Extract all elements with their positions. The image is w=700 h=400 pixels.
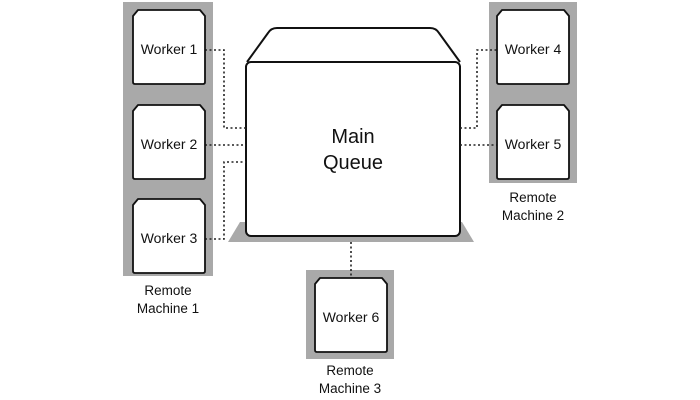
worker-2-label: Worker 2 bbox=[140, 136, 198, 152]
worker-5-box bbox=[496, 104, 570, 180]
worker-2-box bbox=[132, 104, 206, 180]
worker-1-box bbox=[132, 9, 206, 85]
remote-machine-2-label: Remote Machine 2 bbox=[483, 189, 583, 225]
worker-6-box bbox=[314, 277, 388, 353]
connector-worker-1 bbox=[205, 49, 246, 129]
remote-machine-3-label: Remote Machine 3 bbox=[300, 362, 400, 398]
worker-1-label: Worker 1 bbox=[140, 41, 198, 57]
worker-4-label: Worker 4 bbox=[504, 41, 562, 57]
remote-machine-3-line1: Remote bbox=[326, 363, 374, 378]
connector-worker-4 bbox=[460, 49, 497, 129]
main-queue-box bbox=[245, 61, 461, 237]
main-queue-label: Main Queue bbox=[303, 124, 403, 176]
remote-machine-1-line2: Machine 1 bbox=[136, 301, 200, 316]
main-queue-top bbox=[246, 27, 461, 63]
remote-machine-1-label: Remote Machine 1 bbox=[118, 282, 218, 318]
worker-6-label: Worker 6 bbox=[322, 309, 380, 325]
worker-3-box bbox=[132, 198, 206, 274]
main-queue-label-line2: Queue bbox=[322, 152, 384, 174]
remote-machine-3-line2: Machine 3 bbox=[318, 381, 382, 396]
worker-5-label: Worker 5 bbox=[504, 136, 562, 152]
remote-machine-2-line2: Machine 2 bbox=[501, 208, 565, 223]
worker-4-box bbox=[496, 9, 570, 85]
worker-3-label: Worker 3 bbox=[140, 230, 198, 246]
remote-machine-2-line1: Remote bbox=[509, 190, 557, 205]
connector-worker-3 bbox=[205, 161, 246, 240]
remote-machine-1-line1: Remote bbox=[144, 283, 192, 298]
main-queue-label-line1: Main bbox=[331, 126, 375, 148]
